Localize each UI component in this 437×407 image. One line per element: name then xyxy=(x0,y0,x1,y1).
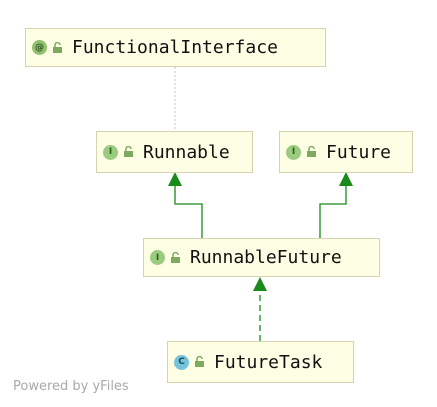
interface-icon: I xyxy=(150,250,165,265)
interface-icon: I xyxy=(286,144,301,160)
yfiles-watermark: Powered by yFiles xyxy=(13,379,129,394)
node-label: RunnableFuture xyxy=(190,247,342,268)
public-lock-icon xyxy=(307,146,316,157)
node-future-task[interactable]: C FutureTask xyxy=(167,341,354,383)
node-label: FunctionalInterface xyxy=(72,37,278,58)
node-label: Runnable xyxy=(143,141,230,163)
class-icon: C xyxy=(174,354,189,370)
public-lock-icon xyxy=(124,146,133,157)
annotation-type-icon: @ xyxy=(32,40,47,55)
public-lock-icon xyxy=(53,41,62,53)
node-label: Future xyxy=(326,141,392,163)
node-label: FutureTask xyxy=(214,351,323,373)
public-lock-icon xyxy=(171,251,180,263)
node-runnable-future[interactable]: I RunnableFuture xyxy=(143,238,380,277)
interface-icon: I xyxy=(103,144,118,160)
node-functional-interface[interactable]: @ FunctionalInterface xyxy=(25,28,326,67)
public-lock-icon xyxy=(195,356,204,367)
arrowhead-runnable xyxy=(168,172,182,186)
edge-runnablefuture-extends-future xyxy=(319,185,347,238)
node-future[interactable]: I Future xyxy=(279,131,413,173)
arrowhead-future xyxy=(339,172,353,186)
edge-runnablefuture-extends-runnable xyxy=(174,185,203,238)
node-runnable[interactable]: I Runnable xyxy=(96,131,253,173)
arrowhead-runnablefuture xyxy=(253,277,267,291)
